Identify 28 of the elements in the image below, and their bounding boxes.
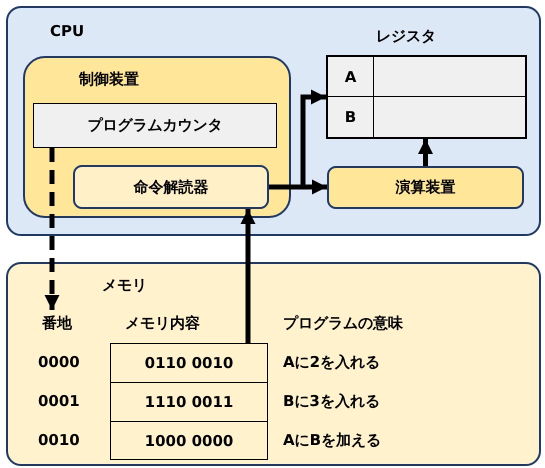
- decoder-box: 命令解読器: [73, 165, 269, 209]
- address-text: 0010: [38, 431, 80, 449]
- meaning-text: Bに3を入れる: [283, 392, 380, 411]
- register-name: A: [328, 57, 374, 96]
- table-heading: レジスタ: [376, 27, 436, 46]
- address-text: 0001: [38, 392, 80, 410]
- memory-panel: [6, 262, 541, 466]
- control-unit-box: [23, 56, 291, 218]
- meaning-text: Aに2を入れる: [283, 353, 380, 372]
- register-name: B: [328, 97, 374, 137]
- alu-box: 演算装置: [327, 166, 524, 209]
- cpu-panel: [6, 6, 541, 236]
- memory-cell: 1110 0011: [110, 382, 268, 421]
- column-header: 番地: [36, 310, 78, 336]
- box-heading: 制御装置: [79, 70, 139, 89]
- memory-cell: 1000 0000: [110, 421, 268, 460]
- register-row: [328, 57, 525, 97]
- panel-heading: メモリ: [102, 276, 147, 295]
- program-counter-box: プログラムカウンタ: [33, 103, 277, 148]
- column-header: プログラムの意味: [283, 314, 403, 333]
- arrow: [418, 139, 433, 166]
- meaning-text: AにBを加える: [283, 431, 382, 450]
- address-text: 0000: [38, 353, 80, 371]
- memory-cell: 0110 0010: [110, 343, 268, 382]
- column-header: メモリ内容: [125, 314, 200, 333]
- arrow: [44, 148, 60, 310]
- panel-heading: CPU: [50, 22, 84, 40]
- arrow: [240, 209, 256, 343]
